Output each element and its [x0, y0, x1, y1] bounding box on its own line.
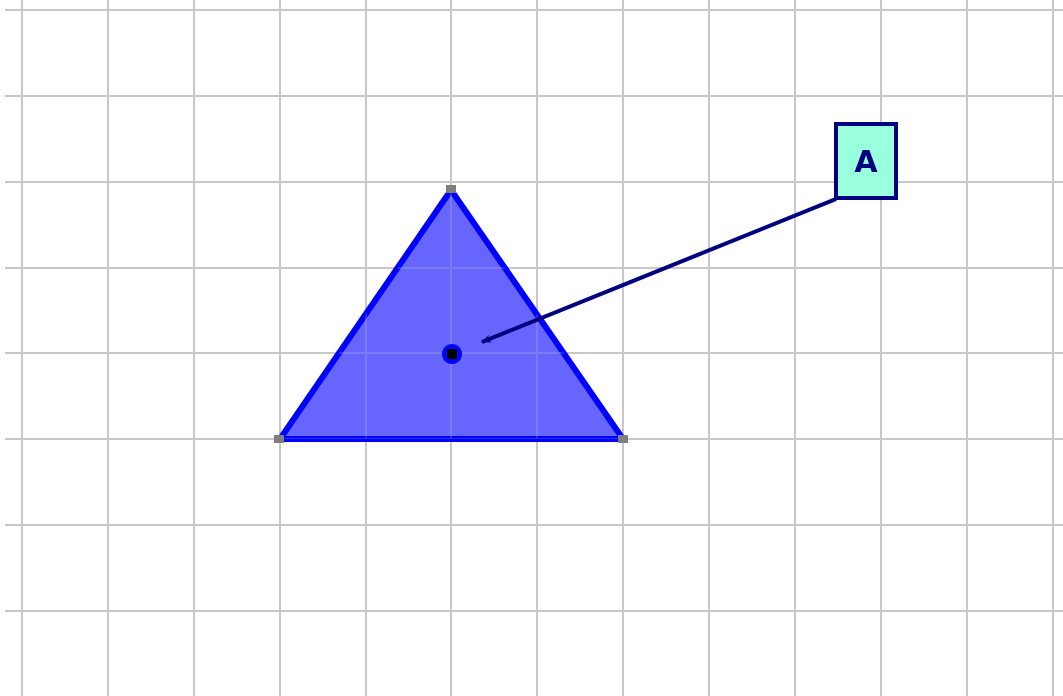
triangle-shape[interactable] [277, 187, 626, 442]
label-box-background [834, 122, 898, 200]
vertex-handle-right[interactable] [618, 435, 628, 443]
pointer-arrow [481, 197, 837, 344]
center-point-dot [447, 349, 457, 359]
label-box-a[interactable]: A [834, 122, 898, 200]
vertex-handle-left[interactable] [274, 435, 284, 443]
center-point[interactable] [442, 344, 462, 364]
vertex-handle-top[interactable] [446, 185, 456, 193]
label-text: A [854, 145, 878, 180]
